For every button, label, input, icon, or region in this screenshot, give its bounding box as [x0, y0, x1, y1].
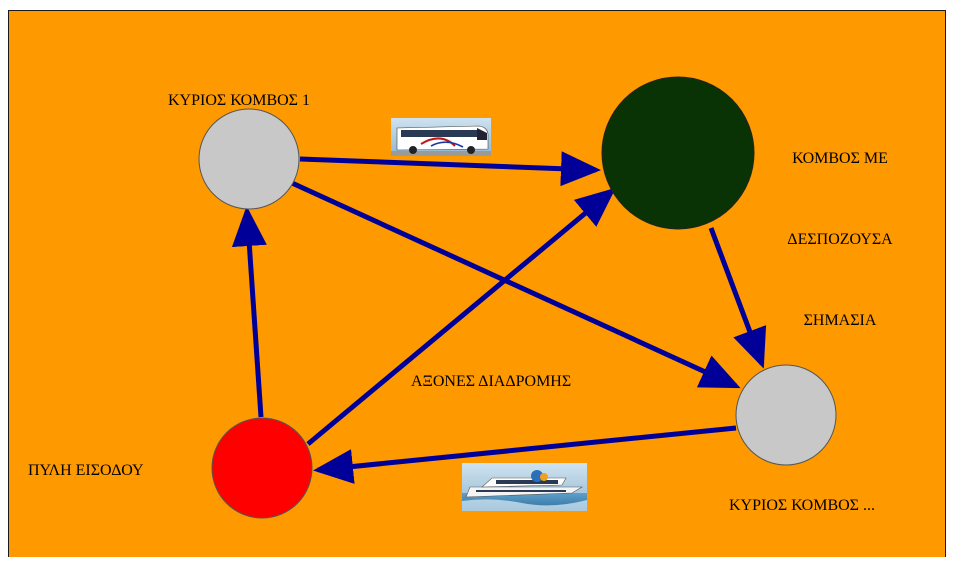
ferry-icon — [462, 463, 587, 511]
node-dominant-label-line: ΚΟΜΒΟΣ ΜΕ — [792, 150, 888, 167]
node-main1-label: ΚΥΡΙΟΣ ΚΟΜΒΟΣ 1 — [168, 92, 310, 109]
arrow-gate-to-main1 — [231, 206, 267, 418]
node-main-n — [735, 364, 837, 466]
node-dominant-label: ΚΟΜΒΟΣ ΜΕ ΔΕΣΠΟΖΟΥΣΑ ΣΗΜΑΣΙΑ — [760, 91, 920, 361]
node-gate-label: ΠΥΛΗ ΕΙΣΟΔΟΥ — [28, 462, 144, 479]
node-main-n-label: ΚΥΡΙΟΣ ΚΟΜΒΟΣ ... — [729, 497, 875, 514]
node-dominant-label-line: ΣΗΜΑΣΙΑ — [803, 312, 877, 329]
node-main1 — [198, 108, 300, 210]
routes-label: ΑΞΟΝΕΣ ΔΙΑΔΡΟΜΗΣ — [411, 373, 572, 390]
arrow-main1-to-main-n — [290, 180, 741, 389]
node-dominant — [601, 76, 755, 230]
route-arrows — [231, 151, 767, 484]
arrow-main-n-to-gate — [313, 425, 737, 484]
node-dominant-label-line: ΔΕΣΠΟΖΟΥΣΑ — [787, 231, 893, 248]
arrow-dominant-to-main-n — [708, 227, 767, 369]
arrow-gate-to-dominant — [306, 187, 616, 446]
node-gate — [211, 417, 313, 519]
arrow-main1-to-dominant — [299, 151, 601, 187]
bus-icon — [391, 118, 491, 156]
